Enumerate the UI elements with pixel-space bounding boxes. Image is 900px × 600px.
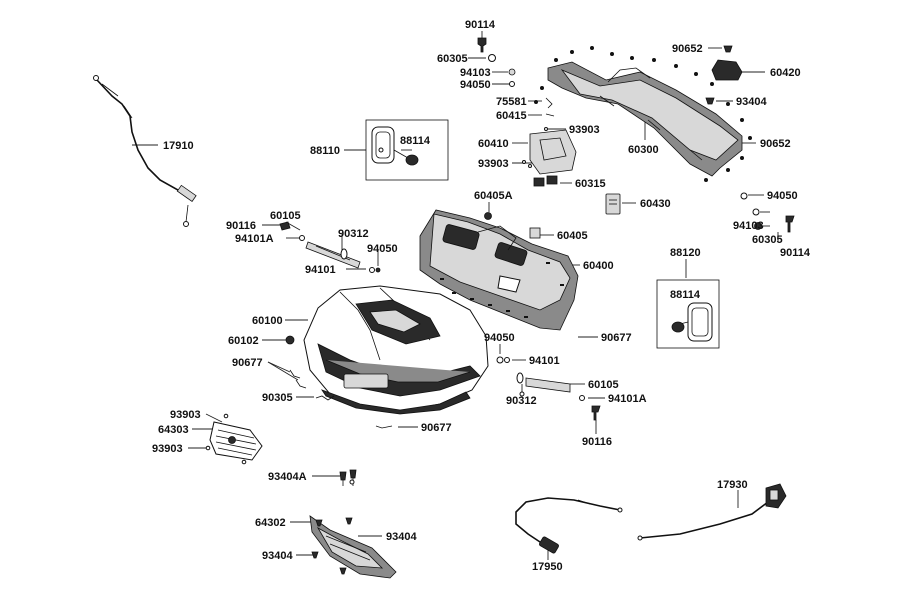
- mirror-assembly-88110: [365, 119, 449, 181]
- label-90114-top: 90114: [465, 19, 496, 31]
- top-hardware: [477, 37, 733, 131]
- label-17910: 17910: [163, 140, 194, 152]
- label-94050-center: 94050: [484, 332, 515, 344]
- label-94050-left: 94050: [367, 243, 398, 255]
- label-60415: 60415: [496, 110, 527, 122]
- label-94101A-left: 94101A: [235, 233, 274, 245]
- label-60100: 60100: [252, 315, 283, 327]
- label-90116-left: 90116: [226, 220, 256, 232]
- label-60305-top: 60305: [437, 53, 468, 65]
- label-60300: 60300: [628, 144, 659, 156]
- label-94050-right: 94050: [767, 190, 798, 202]
- label-94050-top: 94050: [460, 79, 491, 91]
- right-hardware: [484, 192, 795, 233]
- label-17930: 17930: [717, 479, 748, 491]
- label-60105-left: 60105: [270, 210, 301, 222]
- upper-dash-60300: [534, 46, 752, 182]
- label-93404-right: 93404: [736, 96, 767, 108]
- label-60405: 60405: [557, 230, 588, 242]
- right-grab-bar-60105: [516, 372, 601, 421]
- label-90677-right: 90677: [601, 332, 632, 344]
- front-cowl-60100: [303, 285, 489, 415]
- label-90305: 90305: [262, 392, 293, 404]
- bolts-93404A: [339, 469, 357, 486]
- label-93903-grille-top: 93903: [170, 409, 201, 421]
- label-94103-right: 94103: [733, 220, 764, 232]
- label-93903-left: 93903: [478, 158, 509, 170]
- label-94101-center: 94101: [529, 355, 560, 367]
- left-grab-bar-60105: [279, 221, 381, 273]
- label-60410: 60410: [478, 138, 509, 150]
- lower-grille-64302: [309, 515, 397, 579]
- label-90677-bottom: 90677: [421, 422, 452, 434]
- label-17950: 17950: [532, 561, 563, 573]
- label-88110: 88110: [310, 145, 340, 157]
- label-94101-left: 94101: [305, 264, 336, 276]
- label-64302: 64302: [255, 517, 286, 529]
- label-90114-right: 90114: [780, 247, 811, 259]
- label-93404A: 93404A: [268, 471, 307, 483]
- label-94101A-center: 94101A: [608, 393, 647, 405]
- label-90116-center: 90116: [582, 436, 612, 448]
- plate-60430: [605, 193, 621, 215]
- label-88114-right: 88114: [670, 289, 701, 301]
- label-90312-left: 90312: [338, 228, 369, 240]
- label-93404-bottom-left: 93404: [262, 550, 293, 562]
- grille-64303: [205, 413, 263, 465]
- label-64303: 64303: [158, 424, 189, 436]
- label-88120: 88120: [670, 247, 701, 259]
- lower-dash-60400: [419, 209, 579, 331]
- label-60105-center: 60105: [588, 379, 619, 391]
- label-94103-top: 94103: [460, 67, 491, 79]
- label-93903-mid: 93903: [569, 124, 600, 136]
- part-labels: 90114 60305 94103 94050 90652 60420 9340…: [152, 19, 811, 573]
- label-60102: 60102: [228, 335, 259, 347]
- cap-60420: [711, 59, 743, 81]
- leader-lines: [132, 31, 779, 560]
- cable-17930: [637, 483, 787, 541]
- label-90677-left: 90677: [232, 357, 263, 369]
- switches-60315: [522, 160, 558, 187]
- label-60315: 60315: [575, 178, 606, 190]
- label-88114-left: 88114: [400, 135, 431, 147]
- label-60430: 60430: [640, 198, 671, 210]
- label-93404-bottom-right: 93404: [386, 531, 417, 543]
- label-90652-right: 90652: [760, 138, 791, 150]
- label-93903-grille-bottom: 93903: [152, 443, 183, 455]
- label-60420: 60420: [770, 67, 801, 79]
- grommet-60102: [285, 335, 295, 345]
- label-60400: 60400: [583, 260, 614, 272]
- cable-17910: [93, 75, 197, 227]
- panel-60410: [529, 129, 577, 175]
- clips-near-cowl: [289, 356, 510, 429]
- label-90312-center: 90312: [506, 395, 537, 407]
- label-90652-top: 90652: [672, 43, 703, 55]
- label-60305-right: 60305: [752, 234, 783, 246]
- label-60405A: 60405A: [474, 190, 513, 202]
- mirror-assembly-88120: [656, 279, 720, 349]
- cable-17950: [515, 497, 623, 554]
- label-75581: 75581: [496, 96, 527, 108]
